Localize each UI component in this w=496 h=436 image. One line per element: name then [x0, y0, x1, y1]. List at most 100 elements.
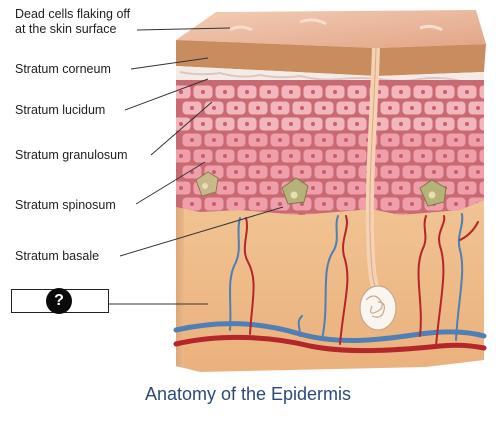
cell-nucleus — [223, 90, 227, 94]
cell-nucleus — [311, 186, 315, 190]
cell-nucleus — [399, 154, 403, 158]
stratum-corneum-layer — [176, 40, 486, 76]
cell-nucleus — [201, 90, 205, 94]
cell-nucleus — [267, 186, 271, 190]
pointer-basale — [119, 206, 284, 257]
cell-nucleus — [443, 122, 447, 126]
skin-cell — [491, 134, 496, 147]
cell-nucleus — [410, 106, 414, 110]
cell-nucleus — [399, 186, 403, 190]
cell-nucleus — [410, 138, 414, 142]
cell-nucleus — [201, 154, 205, 158]
cell-nucleus — [256, 202, 260, 206]
cell-nucleus — [322, 106, 326, 110]
cell-nucleus — [212, 170, 216, 174]
artery — [173, 334, 487, 354]
cell-nucleus — [388, 202, 392, 206]
cell-nucleus — [300, 170, 304, 174]
cell-nucleus — [256, 170, 260, 174]
vein — [173, 321, 487, 344]
cell-nucleus — [366, 106, 370, 110]
cell-nucleus — [399, 122, 403, 126]
pointer-lines — [108, 27, 284, 305]
cell-nucleus — [190, 138, 194, 142]
pointer-spinosum — [135, 161, 206, 205]
cell-nucleus — [212, 202, 216, 206]
label-stratum-lucidum: Stratum lucidum — [15, 103, 106, 117]
cell-nucleus — [454, 138, 458, 142]
cell-nucleus — [333, 186, 337, 190]
cell-nucleus — [212, 106, 216, 110]
cell-nucleus — [245, 186, 249, 190]
cell-nucleus — [443, 154, 447, 158]
cell-nucleus — [344, 138, 348, 142]
cell-nucleus — [465, 154, 469, 158]
cell-nucleus — [377, 154, 381, 158]
skin-cell — [491, 102, 496, 115]
cell-nucleus — [256, 106, 260, 110]
cell-nucleus — [487, 218, 491, 222]
cell-nucleus — [432, 170, 436, 174]
cell-layers — [176, 80, 496, 222]
label-dead-cells-line1: Dead cells flaking off — [15, 7, 131, 21]
cell-nucleus — [344, 106, 348, 110]
cell-nucleus — [487, 122, 491, 126]
cell-nucleus — [410, 202, 414, 206]
cell-nucleus — [267, 154, 271, 158]
cell-nucleus — [300, 202, 304, 206]
skin-cell — [491, 198, 496, 211]
cell-nucleus — [278, 138, 282, 142]
cell-nucleus — [454, 170, 458, 174]
cell-nucleus — [465, 186, 469, 190]
cell-nucleus — [179, 122, 183, 126]
cell-nucleus — [465, 90, 469, 94]
melanocyte-cells — [195, 171, 447, 207]
label-stratum-basale: Stratum basale — [15, 249, 100, 263]
skin-cell — [479, 117, 484, 131]
cell-nucleus — [421, 90, 425, 94]
cell-nucleus — [344, 170, 348, 174]
cell-nucleus — [476, 138, 480, 142]
cell-nucleus — [344, 202, 348, 206]
skin-surface-flakes — [229, 18, 443, 32]
cell-nucleus — [355, 122, 359, 126]
cell-nucleus — [223, 154, 227, 158]
cell-nucleus — [300, 106, 304, 110]
cell-nucleus — [223, 186, 227, 190]
cell-nucleus — [300, 138, 304, 142]
cell-nucleus — [432, 138, 436, 142]
cell-nucleus — [454, 106, 458, 110]
cell-nucleus — [377, 122, 381, 126]
skin-cell — [479, 149, 484, 163]
cell-nucleus — [190, 106, 194, 110]
cell-nucleus — [311, 154, 315, 158]
cell-nucleus — [399, 90, 403, 94]
cell-nucleus — [476, 106, 480, 110]
cell-nucleus — [245, 154, 249, 158]
cell-nucleus — [179, 186, 183, 190]
cell-nucleus — [311, 122, 315, 126]
cell-nucleus — [223, 122, 227, 126]
cell-nucleus — [333, 154, 337, 158]
cell-nucleus — [388, 170, 392, 174]
cell-nucleus — [355, 186, 359, 190]
cell-nucleus — [234, 106, 238, 110]
cell-nucleus — [322, 202, 326, 206]
cell-nucleus — [377, 186, 381, 190]
pointer-corneum — [130, 57, 209, 70]
cell-nucleus — [201, 122, 205, 126]
cell-nucleus — [388, 106, 392, 110]
cell-nucleus — [487, 154, 491, 158]
question-mark-icon[interactable]: ? — [46, 288, 72, 314]
cell-nucleus — [234, 202, 238, 206]
label-stratum-corneum: Stratum corneum — [15, 62, 111, 76]
skin-cell — [479, 181, 484, 195]
cell-nucleus — [465, 122, 469, 126]
cell-nucleus — [388, 138, 392, 142]
cell-nucleus — [355, 154, 359, 158]
cell-nucleus — [432, 106, 436, 110]
skin-cell — [479, 85, 484, 99]
cell-nucleus — [234, 138, 238, 142]
cell-nucleus — [278, 202, 282, 206]
